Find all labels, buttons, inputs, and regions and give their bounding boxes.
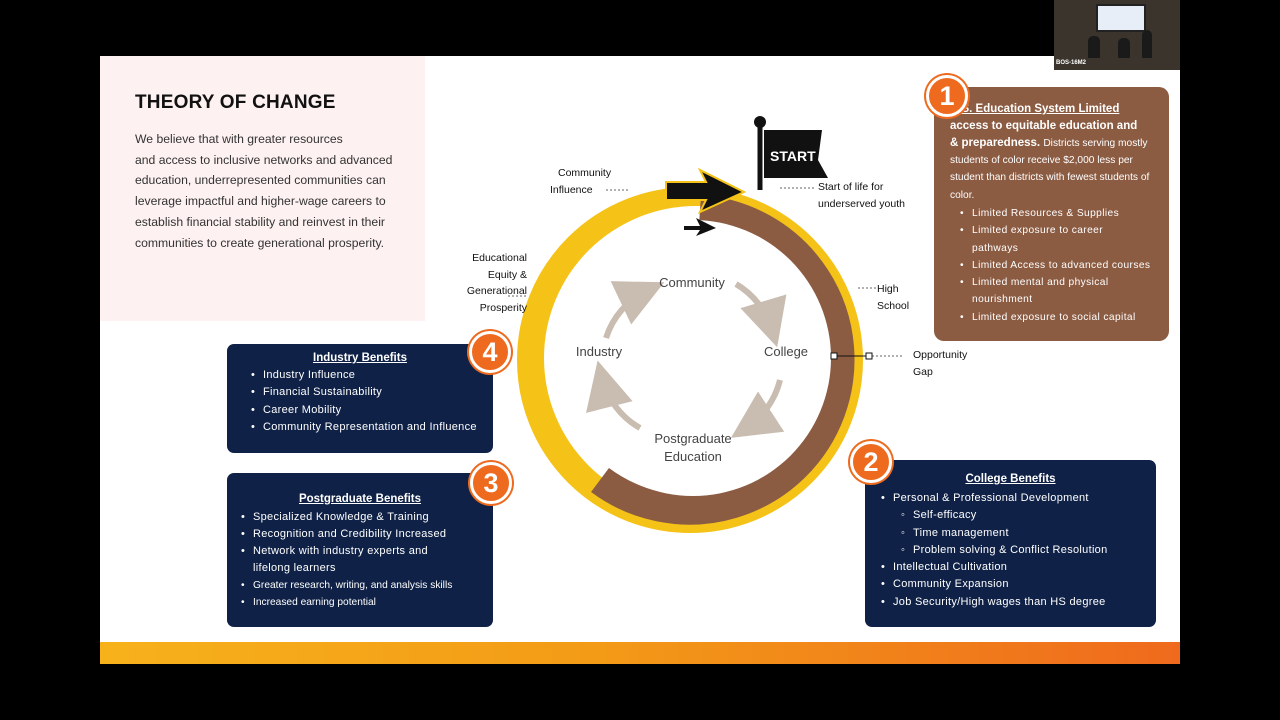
video-thumbnail[interactable]: BOS-16M2 [1054,0,1180,70]
intro-line: leverage impactful and higher-wage caree… [135,194,386,209]
list-item: Industry Influence [251,367,491,385]
person-silhouette [1142,30,1152,58]
college-benefits-title: College Benefits [965,473,1056,485]
college-benefits-list: Personal & Professional Development Self… [881,490,1151,611]
arrow-industry-community [603,281,665,339]
intro-line: and access to inclusive networks and adv… [135,152,393,167]
page-title: THEORY OF CHANGE [135,92,336,113]
start-label: START [770,148,816,164]
list-item: Greater research, writing, and analysis … [241,577,489,594]
badge-3: 3 [470,462,512,504]
postgraduate-benefits-list: Specialized Knowledge & Training Recogni… [241,509,489,611]
label-high-school: High School [877,283,910,312]
list-item: Specialized Knowledge & Training [241,509,489,526]
industry-benefits-box: Industry Benefits Industry Influence Fin… [227,344,493,453]
bottom-accent-bar [100,642,1180,664]
list-item: Intellectual Cultivation [881,559,1151,577]
list-item: Limited exposure to social capital [960,309,1166,327]
label-community-influence: Community Influence [550,167,612,196]
intro-line: communities to create generational prosp… [135,235,385,250]
list-item: Community Expansion [881,576,1151,594]
us-education-box: U.S. Education System Limited access to … [934,87,1169,341]
arrow-postgrad-industry [586,360,642,431]
intro-panel: THEORY OF CHANGE We believe that with gr… [100,56,425,321]
box1-list: Limited Resources & Supplies Limited exp… [960,205,1166,326]
college-benefits-box: College Benefits Personal & Professional… [865,460,1156,627]
list-item: Problem solving & Conflict Resolution [901,542,1151,560]
node-community: Community [659,275,725,290]
list-item: Financial Sustainability [251,384,491,402]
room-label: BOS-16M2 [1056,60,1087,66]
industry-benefits-title: Industry Benefits [313,352,407,364]
brown-path-ring [591,195,855,525]
badge-4: 4 [469,331,511,373]
node-education: Education [664,449,722,464]
intro-line: We believe that with greater resources [135,132,343,146]
intro-text: We believe that with greater resources a… [135,129,395,253]
box1-description: students of color receive $2,000 less pe… [950,155,1150,201]
list-item: Time management [901,525,1151,543]
list-item: Recognition and Credibility Increased [241,526,489,543]
list-item: Job Security/High wages than HS degree [881,594,1151,612]
node-postgraduate: Postgraduate [654,431,731,446]
small-arrow [684,218,716,236]
postgraduate-benefits-title: Postgraduate Benefits [298,493,422,505]
person-silhouette [1088,36,1100,58]
screen-in-thumbnail [1096,4,1146,32]
start-flag: START [754,116,828,190]
list-item: Self-efficacy [901,507,1151,525]
intro-line: establish financial stability and reinve… [135,214,385,229]
badge-1: 1 [926,75,968,117]
list-item: Career Mobility [251,402,491,420]
intro-line: education, underrepresented communities … [135,173,386,188]
list-item: Increased earning potential [241,594,489,611]
label-start-of-life: Start of life for underserved youth [818,181,905,210]
box1-heading: U.S. Education System Limited access to … [950,103,1148,149]
label-opportunity-gap: Opportunity Gap [913,349,968,378]
list-item: Limited Access to advanced courses [960,257,1166,275]
list-item: Personal & Professional Development [881,490,1151,508]
arrow-community-college [734,281,787,348]
list-item: Limited Resources & Supplies [960,205,1166,223]
progress-arrow [665,167,747,215]
badge-2: 2 [850,441,892,483]
list-item: Community Representation and Influence [251,419,491,437]
node-industry: Industry [576,344,623,359]
label-educational-equity: Educational Equity & Generational Prospe… [466,252,527,314]
arrow-college-postgrad [730,379,785,438]
industry-benefits-list: Industry Influence Financial Sustainabil… [251,367,491,436]
list-item: Network with industry experts andlifelon… [241,543,489,577]
node-college: College [764,344,808,359]
postgraduate-benefits-box: Postgraduate Benefits Specialized Knowle… [227,473,493,627]
person-silhouette [1118,38,1130,58]
